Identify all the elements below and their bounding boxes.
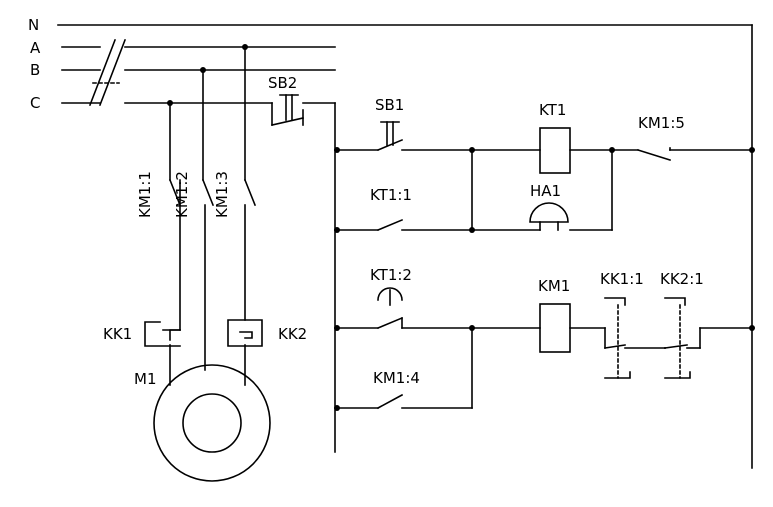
km1-label: KM1 — [538, 277, 570, 295]
time-delay-marker-kt1-2 — [377, 287, 403, 306]
motor-m1-symbol — [153, 364, 271, 482]
thermal-relay-kk2 — [227, 319, 263, 347]
phase-b-label: B — [30, 61, 40, 79]
kk2-1-contact — [664, 297, 691, 379]
thermal-relay-kk1 — [144, 321, 181, 347]
km1-4-label: KM1:4 — [373, 369, 420, 387]
stop-button-sb2 — [271, 94, 336, 453]
kk2-1-label: KK2:1 — [660, 270, 704, 288]
km1-1-label: KM1:1 — [136, 171, 154, 218]
kt1-coil — [539, 127, 571, 174]
control-rung-1 — [334, 138, 753, 162]
kt1-2-label: KT1:2 — [370, 266, 412, 284]
sb1-label: SB1 — [375, 96, 404, 114]
phase-c-label: C — [30, 94, 40, 112]
kk2-label: KK2 — [278, 325, 307, 343]
start-button-sb1 — [380, 121, 400, 146]
control-rung-3 — [334, 316, 753, 409]
ha1-label: HA1 — [530, 182, 561, 200]
km1-main-contacts — [168, 178, 257, 207]
kk1-1-label: KK1:1 — [600, 270, 644, 288]
km1-3-label: KM1:3 — [213, 171, 231, 218]
supply-lines — [57, 24, 753, 469]
sb2-label: SB2 — [268, 74, 297, 92]
control-rung-4 — [334, 393, 473, 410]
km1-5-label: KM1:5 — [638, 114, 685, 132]
main-disconnect-switch — [88, 38, 127, 107]
kk1-label: KK1 — [103, 325, 132, 343]
phase-n-label: N — [28, 16, 39, 34]
kt1-label: KT1 — [539, 101, 566, 119]
km1-2-label: KM1:2 — [173, 171, 191, 218]
m1-label: M1 — [134, 370, 157, 388]
junction-dots — [167, 44, 755, 411]
phase-a-label: A — [30, 39, 41, 57]
alarm-bell-ha1 — [529, 202, 569, 231]
kk1-1-contact — [604, 297, 631, 379]
km1-coil — [539, 303, 571, 353]
kt1-1-label: KT1:1 — [370, 186, 412, 204]
